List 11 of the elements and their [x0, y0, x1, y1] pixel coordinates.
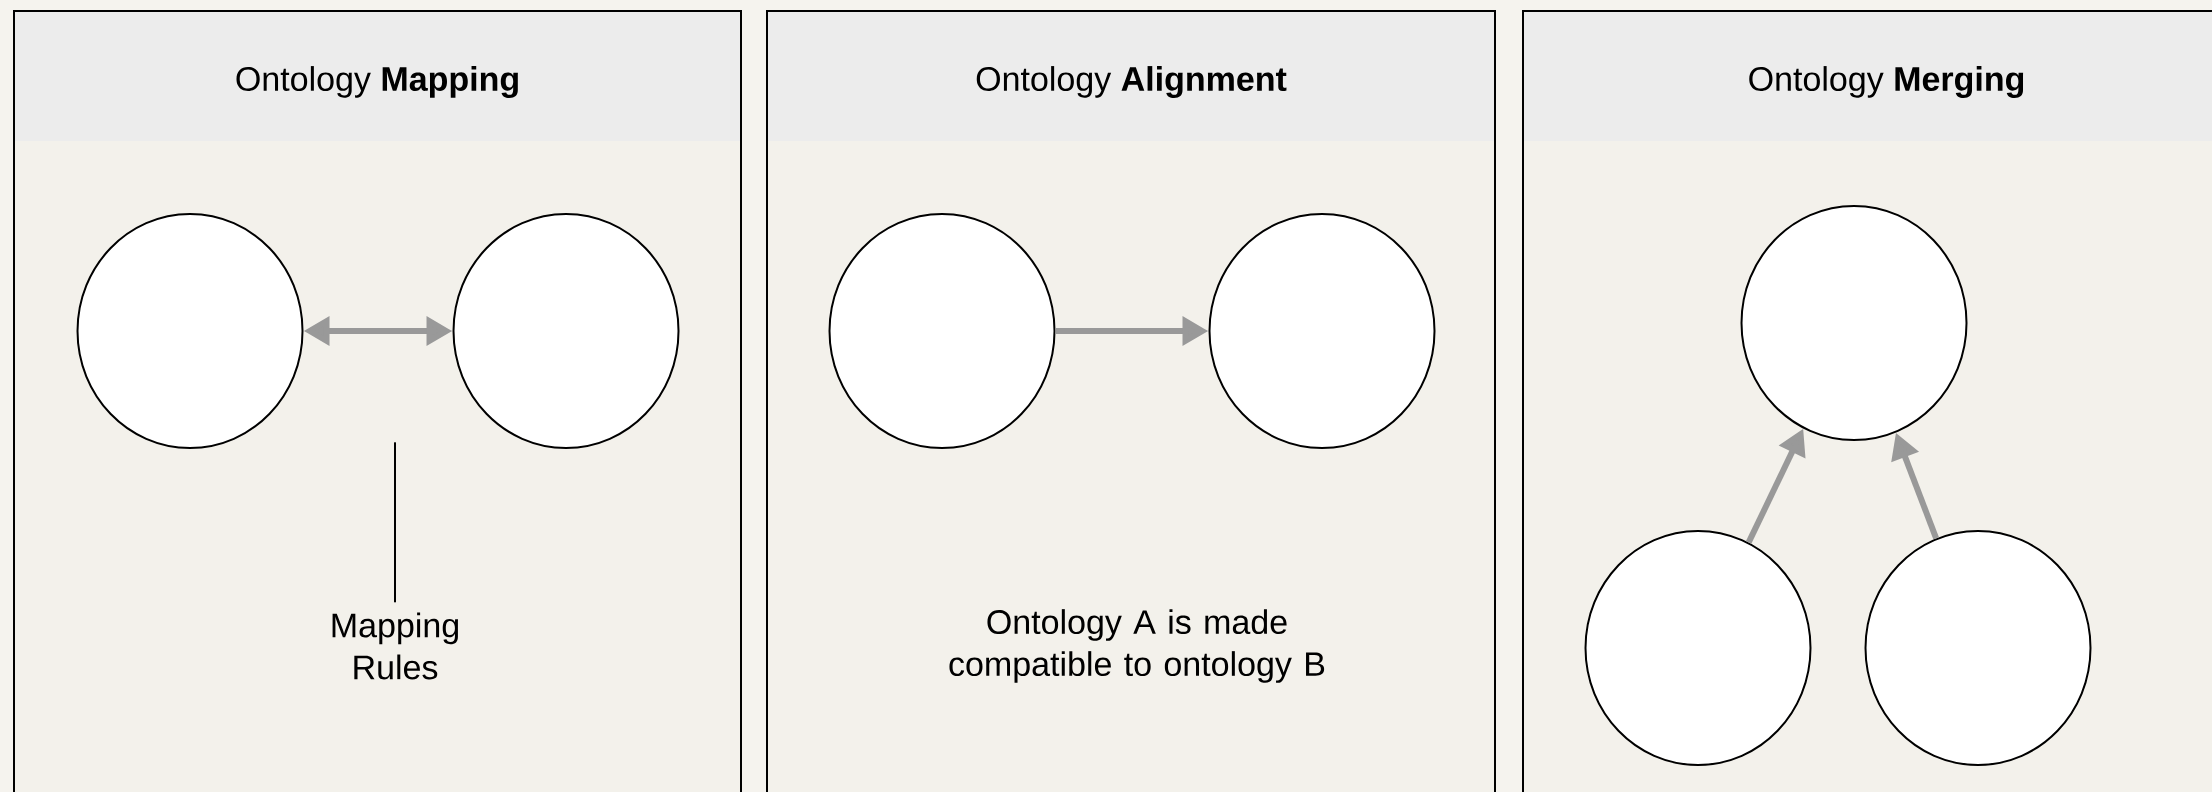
rule-text: Mapping Rules [332, 612, 458, 680]
ontology-circle [1208, 213, 1436, 449]
ontology-circle [76, 213, 304, 449]
panel-header: Ontology Merging [1522, 10, 2212, 792]
ontology-circle [1740, 205, 1968, 441]
ontology-circle [452, 213, 680, 449]
ontology-circle [1864, 530, 2092, 766]
leader-line [394, 441, 396, 604]
description-text: Ontology A is made compatible to ontology B [949, 609, 1325, 683]
ontology-circle [1584, 530, 1812, 766]
ontology-circle [828, 213, 1056, 449]
